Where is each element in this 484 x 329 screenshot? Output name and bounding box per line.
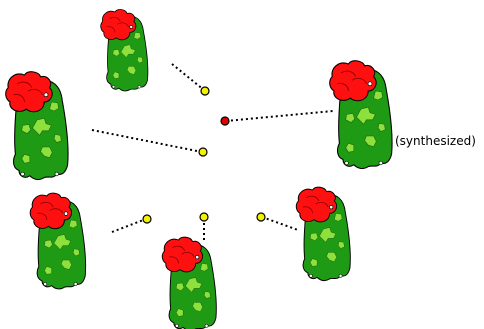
dot-bottom-right xyxy=(256,212,266,222)
connector-bottom-right xyxy=(261,216,299,231)
dot-center xyxy=(198,147,208,157)
connector-bottom-left xyxy=(111,218,147,233)
dot-red xyxy=(220,116,230,126)
connectors xyxy=(91,63,334,240)
connector-left xyxy=(91,129,203,153)
figure-synthesized xyxy=(329,60,393,170)
synthesized-caption: (synthesized) xyxy=(395,134,476,148)
dot-top xyxy=(200,86,210,96)
figure-bottom-left xyxy=(29,192,87,290)
figure-bottom-right xyxy=(295,186,351,282)
connector-synthesized xyxy=(225,110,334,122)
figure-left xyxy=(5,71,69,181)
dot-bottom-center xyxy=(199,212,209,222)
dot-bottom-left xyxy=(142,214,152,224)
figure-bottom-center xyxy=(161,236,217,329)
connector-top xyxy=(171,63,205,91)
dots xyxy=(142,86,266,224)
figure-top xyxy=(100,9,149,92)
